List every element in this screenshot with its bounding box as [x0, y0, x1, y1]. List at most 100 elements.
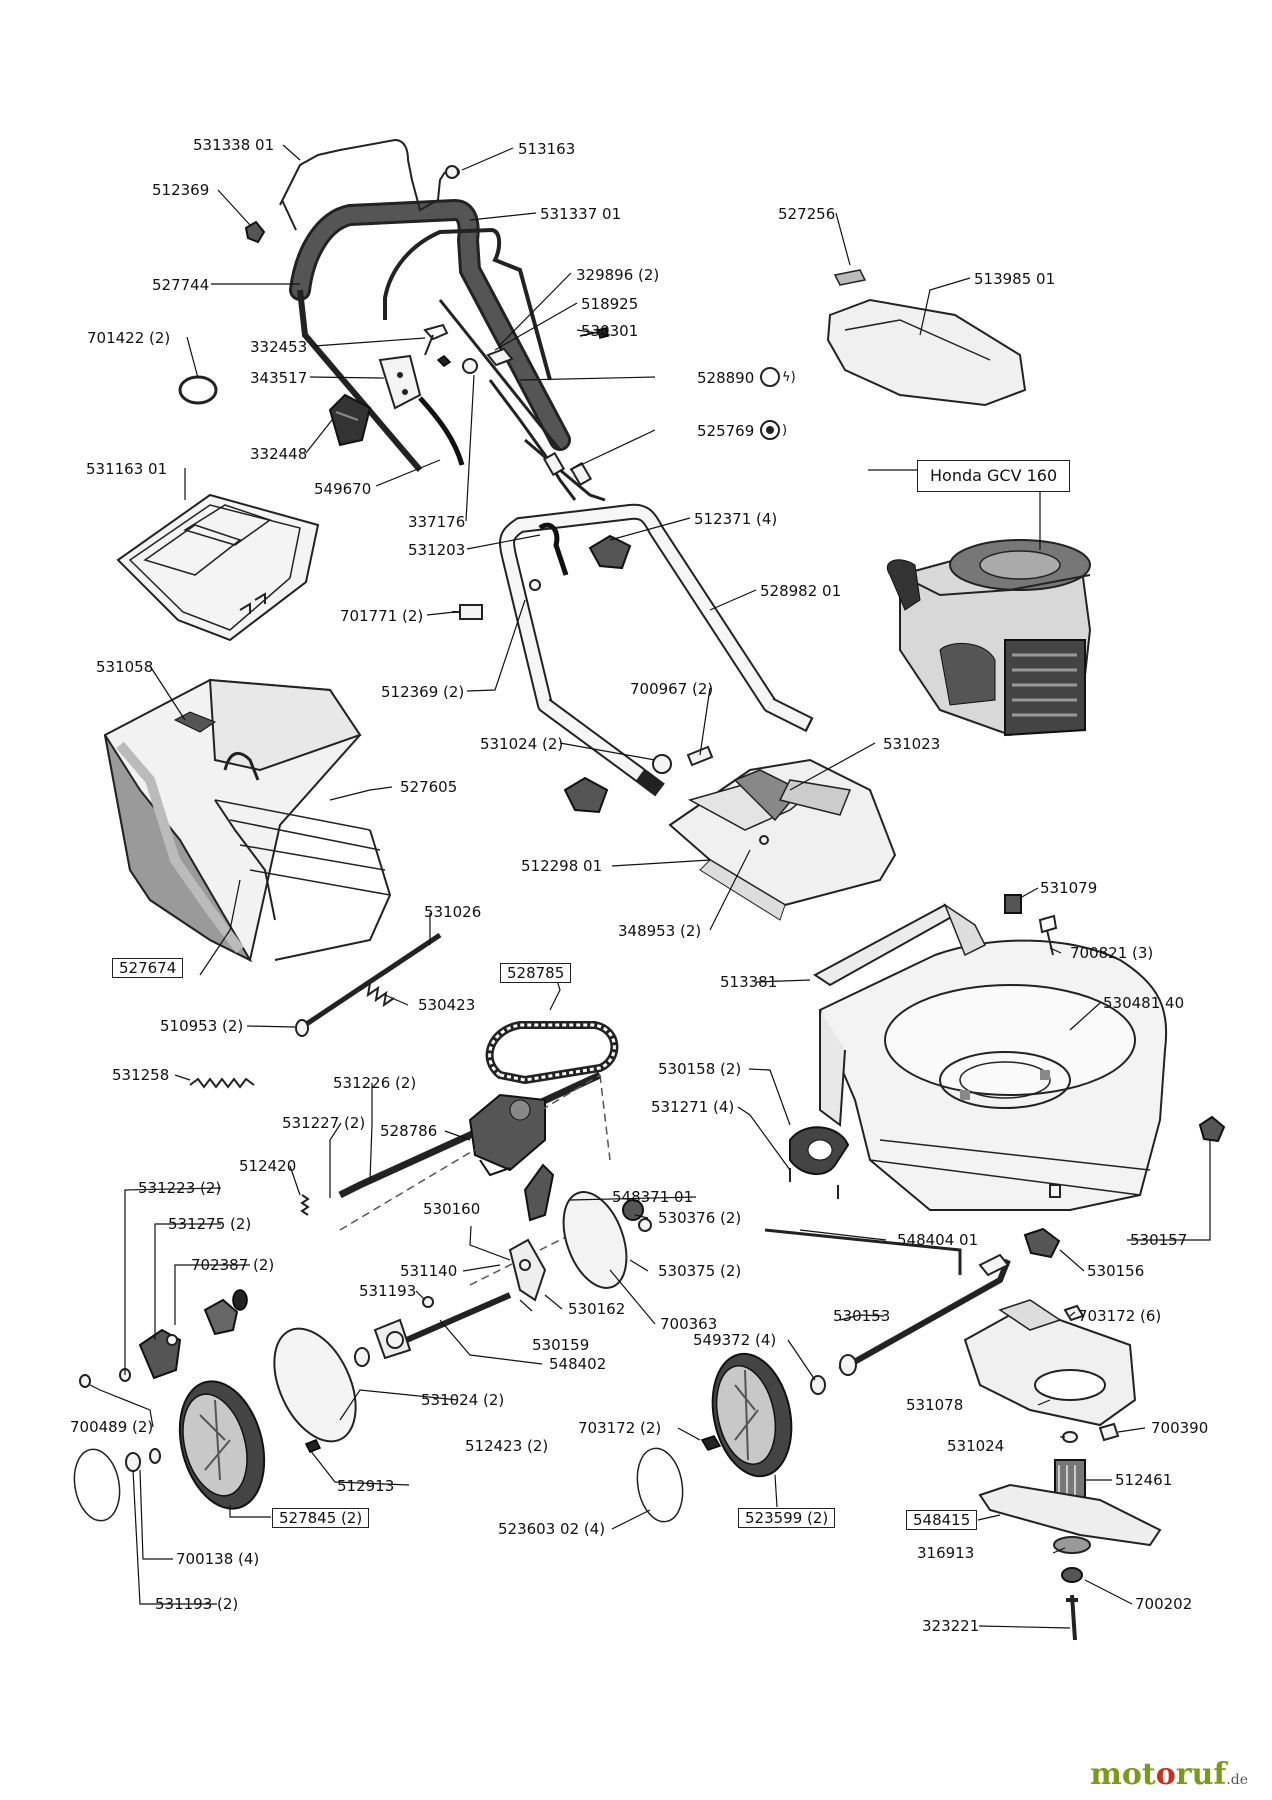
- label-531163-01: 531163 01: [86, 460, 168, 478]
- grass-bag-527605-drawing: [103, 678, 392, 963]
- label-531258: 531258: [112, 1066, 170, 1084]
- label-702387: 702387 (2): [191, 1256, 275, 1274]
- label-530481-40: 530481 40: [1103, 994, 1185, 1012]
- knob-530156-drawing: [1023, 1227, 1061, 1259]
- washer-531024-handle-drawing: [652, 754, 672, 774]
- label-548415: 548415: [906, 1510, 978, 1530]
- deck-530481-drawing: [818, 939, 1168, 1211]
- axle-531026-drawing: [295, 932, 442, 1037]
- label-549670: 549670: [314, 480, 372, 498]
- blade-548415-drawing: [978, 1483, 1162, 1547]
- rear-axle-drawing: [764, 1228, 1011, 1376]
- watermark-logo: motoruf.de: [1090, 1757, 1248, 1792]
- label-530301: 530301: [581, 322, 639, 340]
- label-527674: 527674: [112, 958, 184, 978]
- knob-512371-upper-drawing: [588, 534, 632, 570]
- label-530153: 530153: [833, 1307, 891, 1325]
- spring-531258-drawing: [189, 1077, 255, 1089]
- label-701422: 701422 (2): [87, 329, 171, 347]
- watermark-part-3: ruf: [1175, 1757, 1227, 1792]
- label-512423: 512423 (2): [465, 1437, 549, 1455]
- label-329896: 329896 (2): [576, 266, 660, 284]
- label-512369-2: 512369 (2): [381, 683, 465, 701]
- screw-512913-drawing: [304, 1439, 322, 1453]
- nut-700202-drawing: [1061, 1567, 1083, 1583]
- label-530156: 530156: [1087, 1262, 1145, 1280]
- label-531226: 531226 (2): [333, 1074, 417, 1092]
- hubcap-left-drawing: [73, 1448, 121, 1522]
- bolt-700821-drawing: [1038, 914, 1058, 956]
- label-323221: 323221: [922, 1617, 980, 1635]
- pulley-548371-drawing: [523, 1163, 555, 1222]
- label-513163: 513163: [518, 140, 576, 158]
- cable-549670-drawing: [418, 396, 465, 466]
- nut-337176-drawing: [462, 358, 478, 374]
- washer-531024-wheel-drawing: [354, 1347, 370, 1367]
- label-528890: 528890: [697, 369, 755, 387]
- label-512371: 512371 (4): [694, 510, 778, 528]
- label-548371-01: 548371 01: [612, 1188, 694, 1206]
- clip-531203-drawing: [538, 522, 569, 576]
- label-512369: 512369: [152, 181, 210, 199]
- label-700821: 700821 (3): [1070, 944, 1154, 962]
- watermark-part-1: mot: [1090, 1757, 1156, 1792]
- engine-drawing: [887, 539, 1092, 737]
- label-531024-2b: 531024 (2): [421, 1391, 505, 1409]
- clip-512369-drawing: [244, 220, 266, 244]
- washer-700138-drawing: [125, 1452, 141, 1472]
- part-332453-drawing: [423, 323, 449, 356]
- label-332448: 332448: [250, 445, 308, 463]
- watermark-part-4: .de: [1226, 1772, 1248, 1788]
- label-531078: 531078: [906, 1396, 964, 1414]
- cables-drawing: [488, 379, 606, 502]
- label-523599: 523599 (2): [738, 1508, 836, 1528]
- label-703172-6: 703172 (6): [1078, 1307, 1162, 1325]
- spring-512420-drawing: [300, 1194, 310, 1216]
- label-530423: 530423: [418, 996, 476, 1014]
- label-531079: 531079: [1040, 879, 1098, 897]
- bolt-701771-drawing: [452, 604, 483, 620]
- label-512298-01: 512298 01: [521, 857, 603, 875]
- engine-label: Honda GCV 160: [917, 460, 1071, 492]
- label-525769: 525769: [697, 422, 755, 440]
- label-527845: 527845 (2): [272, 1508, 370, 1528]
- nut-703172-drawing: [700, 1435, 722, 1451]
- chute-531023-drawing: [668, 758, 897, 921]
- watermark-part-2: o: [1155, 1757, 1176, 1792]
- label-700489: 700489 (2): [70, 1418, 154, 1436]
- knob-530157-drawing: [1198, 1115, 1226, 1143]
- switch-symbols: [760, 367, 780, 440]
- label-531193-2: 531193 (2): [155, 1595, 239, 1613]
- rail-513381-drawing: [813, 903, 987, 987]
- label-531193: 531193: [359, 1282, 417, 1300]
- label-513985-01: 513985 01: [974, 270, 1056, 288]
- bracket-343517-drawing: [378, 354, 422, 410]
- label-700202: 700202: [1135, 1595, 1193, 1613]
- disk-700363-drawing: [562, 1191, 628, 1289]
- label-548404-01: 548404 01: [897, 1231, 979, 1249]
- washer-531024-blade-drawing: [1062, 1431, 1078, 1443]
- label-530375: 530375 (2): [658, 1262, 742, 1280]
- label-548402: 548402: [549, 1355, 607, 1373]
- label-701771: 701771 (2): [340, 607, 424, 625]
- wheel-523599-drawing: [711, 1352, 793, 1478]
- label-531023: 531023: [883, 735, 941, 753]
- label-530157: 530157: [1130, 1231, 1188, 1249]
- label-530376: 530376 (2): [658, 1209, 742, 1227]
- label-531271: 531271 (4): [651, 1098, 735, 1116]
- label-531024-2: 531024 (2): [480, 735, 564, 753]
- lightning-symbol: ϟ): [782, 370, 796, 385]
- label-527256: 527256: [778, 205, 836, 223]
- label-512913: 512913: [337, 1477, 395, 1495]
- upper-handle-drawing: [289, 198, 571, 472]
- label-530159: 530159: [532, 1336, 590, 1354]
- label-531223: 531223 (2): [138, 1179, 222, 1197]
- label-512461: 512461: [1115, 1471, 1173, 1489]
- label-700138: 700138 (4): [176, 1550, 260, 1568]
- label-518925: 518925: [581, 295, 639, 313]
- bolt-700967-drawing: [686, 745, 714, 767]
- label-703172-2: 703172 (2): [578, 1419, 662, 1437]
- label-348953: 348953 (2): [618, 922, 702, 940]
- washer-531193-drawing: [149, 1448, 161, 1464]
